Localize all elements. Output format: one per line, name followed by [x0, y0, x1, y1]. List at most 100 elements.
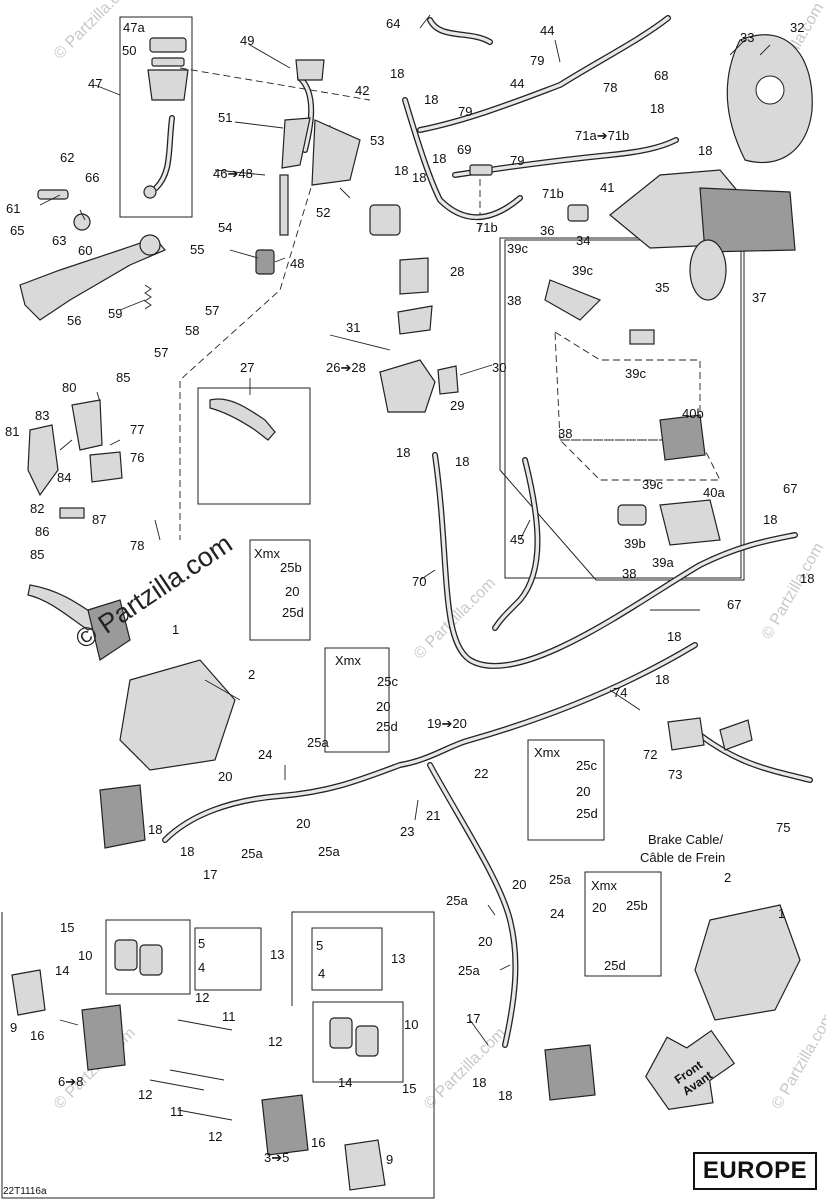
- label-5: 5: [198, 936, 205, 951]
- pivot-bolt-61: [37, 189, 69, 200]
- label-1: 1: [172, 622, 179, 637]
- label-65: 65: [10, 223, 24, 238]
- hand-lever-27: [209, 398, 276, 441]
- label-71b: 71b: [542, 186, 564, 201]
- label-74: 74: [613, 685, 627, 700]
- label-25a: 25a: [318, 844, 340, 859]
- label-18: 18: [667, 629, 681, 644]
- label-79: 79: [530, 53, 544, 68]
- label-25a: 25a: [446, 893, 468, 908]
- label-47a: 47a: [123, 20, 145, 35]
- bearing-60: [73, 213, 91, 231]
- label-70: 70: [412, 574, 426, 589]
- label-25d: 25d: [376, 719, 398, 734]
- label-24: 24: [550, 906, 564, 921]
- label-55: 55: [190, 242, 204, 257]
- label-25d: 25d: [282, 605, 304, 620]
- rear-caliper-37: [699, 187, 796, 253]
- caliper-6-8: [81, 1004, 126, 1071]
- label-50: 50: [122, 43, 136, 58]
- label-26: 26➔28: [326, 360, 366, 375]
- label-40a: 40a: [703, 485, 725, 500]
- label-16: 16: [311, 1135, 325, 1150]
- label-brake-cable-en: Brake Cable/: [648, 832, 724, 847]
- label-82: 82: [30, 501, 44, 516]
- label-67: 67: [783, 481, 797, 496]
- pins-11: [149, 1019, 233, 1121]
- label-29: 29: [450, 398, 464, 413]
- label-3: 3➔5: [264, 1150, 289, 1165]
- label-4: 4: [198, 960, 205, 975]
- label-85: 85: [116, 370, 130, 385]
- label-23: 23: [400, 824, 414, 839]
- label-84: 84: [57, 470, 71, 485]
- label-85: 85: [30, 547, 44, 562]
- reservoir-diaphragm: [151, 57, 185, 67]
- pedal-pivot: [139, 234, 161, 256]
- region-label: EUROPE: [693, 1152, 817, 1190]
- label-18: 18: [432, 151, 446, 166]
- label-67: 67: [727, 597, 741, 612]
- cap-36: [567, 204, 589, 222]
- label-87: 87: [92, 512, 106, 527]
- junction-block: [369, 204, 401, 236]
- pin-kit-box-a: [194, 927, 262, 991]
- label-71b: 71b: [476, 220, 498, 235]
- group-outlines: [1, 16, 745, 1199]
- label-20: 20: [285, 584, 299, 599]
- label-18: 18: [148, 822, 162, 837]
- rear-caliper-box: [504, 239, 742, 579]
- label-xmx: Xmx: [534, 745, 561, 760]
- reservoir-cover-28: [399, 257, 429, 295]
- label-44: 44: [540, 23, 554, 38]
- label-25b: 25b: [626, 898, 648, 913]
- label-25a: 25a: [458, 963, 480, 978]
- label-18: 18: [180, 844, 194, 859]
- label-11: 11: [222, 1009, 236, 1024]
- label-78: 78: [130, 538, 144, 553]
- label-19: 19➔20: [427, 716, 467, 731]
- label-xmx: Xmx: [591, 878, 618, 893]
- label-58: 58: [185, 323, 199, 338]
- lever-81: [27, 424, 59, 497]
- label-63: 63: [52, 233, 66, 248]
- watermark-text: © Partzilla.com: [759, 540, 826, 642]
- label-18: 18: [394, 163, 408, 178]
- label-15: 15: [402, 1081, 416, 1096]
- reference-code: 22T1116a: [3, 1186, 47, 1197]
- label-5: 5: [316, 938, 323, 953]
- label-xmx: Xmx: [335, 653, 362, 668]
- label-12: 12: [268, 1034, 282, 1049]
- label-39c: 39c: [572, 263, 593, 278]
- label-16: 16: [30, 1028, 44, 1043]
- label-14: 14: [338, 1075, 352, 1090]
- label-20: 20: [376, 699, 390, 714]
- label-18: 18: [472, 1075, 486, 1090]
- label-20: 20: [218, 769, 232, 784]
- label-40b: 40b: [682, 406, 704, 421]
- label-44: 44: [510, 76, 524, 91]
- label-35: 35: [655, 280, 669, 295]
- label-68: 68: [654, 68, 668, 83]
- label-83: 83: [35, 408, 49, 423]
- label-21: 21: [426, 808, 440, 823]
- junction-72: [667, 717, 705, 751]
- label-15: 15: [60, 920, 74, 935]
- label-52: 52: [316, 205, 330, 220]
- label-39a: 39a: [652, 555, 674, 570]
- label-81: 81: [5, 424, 19, 439]
- label-17: 17: [203, 867, 217, 882]
- label-25a: 25a: [241, 846, 263, 861]
- label-66: 66: [85, 170, 99, 185]
- label-9: 9: [386, 1152, 393, 1167]
- label-39b: 39b: [624, 536, 646, 551]
- label-18: 18: [390, 66, 404, 81]
- label-20: 20: [592, 900, 606, 915]
- label-xmx: Xmx: [254, 546, 281, 561]
- gasket-1-left: [119, 659, 236, 771]
- label-25c: 25c: [377, 674, 398, 689]
- label-61: 61: [6, 201, 20, 216]
- label-32: 32: [790, 20, 804, 35]
- label-brake-cable-fr: Câble de Frein: [640, 850, 725, 865]
- label-10: 10: [404, 1017, 418, 1032]
